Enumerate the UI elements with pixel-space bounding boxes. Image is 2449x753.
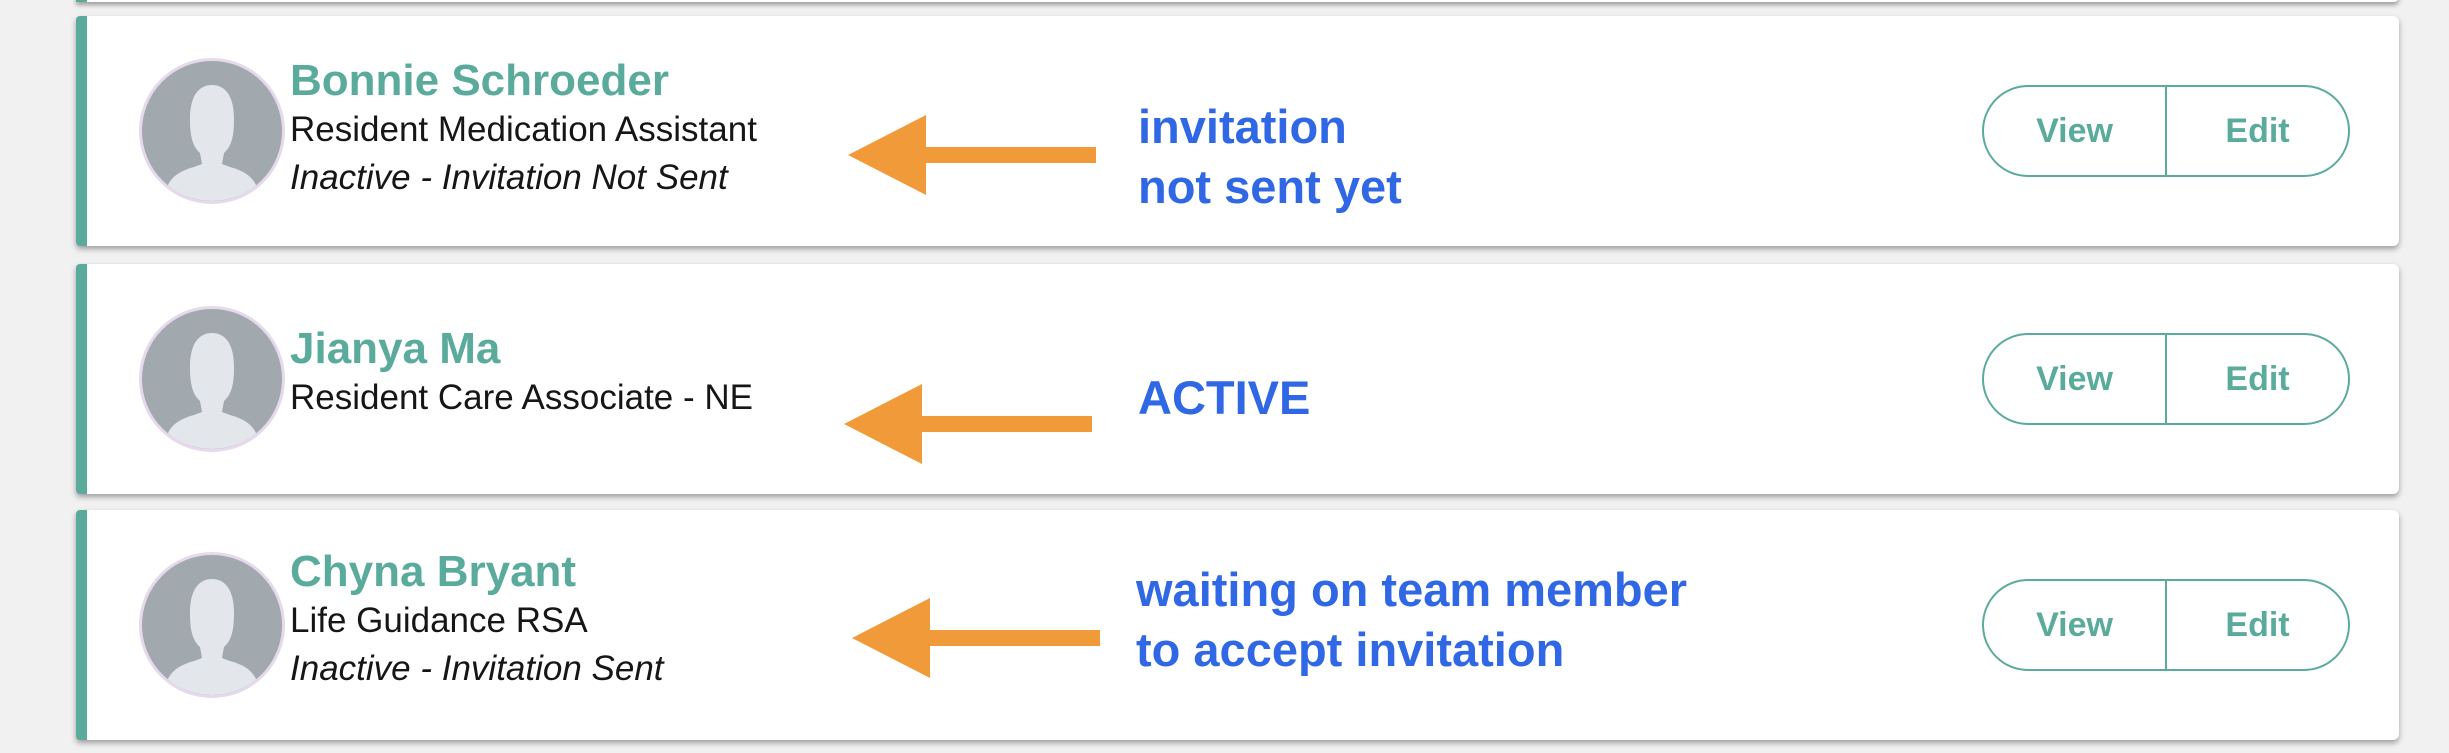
member-info: Chyna Bryant Life Guidance RSA Inactive … — [290, 547, 664, 693]
left-arrow-icon — [852, 598, 1100, 678]
annotation-note: invitation not sent yet — [1138, 97, 1402, 217]
annotation-line: to accept invitation — [1136, 623, 1565, 676]
member-role: Resident Care Associate - NE — [290, 378, 753, 417]
member-status: Inactive - Invitation Sent — [290, 649, 664, 688]
action-button-group: View Edit — [1982, 579, 2350, 671]
view-button[interactable]: View — [2036, 359, 2113, 398]
avatar-placeholder-icon — [139, 552, 285, 698]
avatar-placeholder-icon — [139, 306, 285, 452]
team-member-card: Bonnie Schroeder Resident Medication Ass… — [76, 16, 2399, 246]
member-name[interactable]: Chyna Bryant — [290, 547, 577, 596]
member-role: Resident Medication Assistant — [290, 110, 757, 149]
annotation-line: ACTIVE — [1138, 371, 1311, 424]
annotation-note: ACTIVE — [1138, 368, 1310, 428]
member-role: Life Guidance RSA — [290, 601, 588, 640]
edit-button[interactable]: Edit — [2165, 581, 2348, 669]
left-arrow-icon — [848, 115, 1096, 195]
edit-button[interactable]: Edit — [2165, 87, 2348, 175]
member-name[interactable]: Bonnie Schroeder — [290, 56, 669, 105]
annotation-line: waiting on team member — [1136, 563, 1688, 616]
person-silhouette-icon — [164, 333, 260, 449]
person-silhouette-icon — [164, 579, 260, 695]
member-status: Inactive - Invitation Not Sent — [290, 158, 728, 197]
annotation-line: not sent yet — [1138, 160, 1402, 213]
member-info: Jianya Ma Resident Care Associate - NE — [290, 324, 753, 422]
annotation-note: waiting on team member to accept invitat… — [1136, 560, 1687, 680]
person-silhouette-icon — [164, 85, 260, 201]
left-arrow-icon — [844, 384, 1092, 464]
team-member-card: Jianya Ma Resident Care Associate - NE V… — [76, 264, 2399, 494]
view-button[interactable]: View — [2036, 111, 2113, 150]
avatar-placeholder-icon — [139, 58, 285, 204]
team-member-card: Chyna Bryant Life Guidance RSA Inactive … — [76, 510, 2399, 740]
member-name[interactable]: Jianya Ma — [290, 324, 501, 373]
action-button-group: View Edit — [1982, 333, 2350, 425]
action-button-group: View Edit — [1982, 85, 2350, 177]
view-button[interactable]: View — [2036, 605, 2113, 644]
edit-button[interactable]: Edit — [2165, 335, 2348, 423]
annotation-line: invitation — [1138, 100, 1347, 153]
previous-card-edge — [76, 0, 2399, 2]
member-info: Bonnie Schroeder Resident Medication Ass… — [290, 56, 757, 202]
